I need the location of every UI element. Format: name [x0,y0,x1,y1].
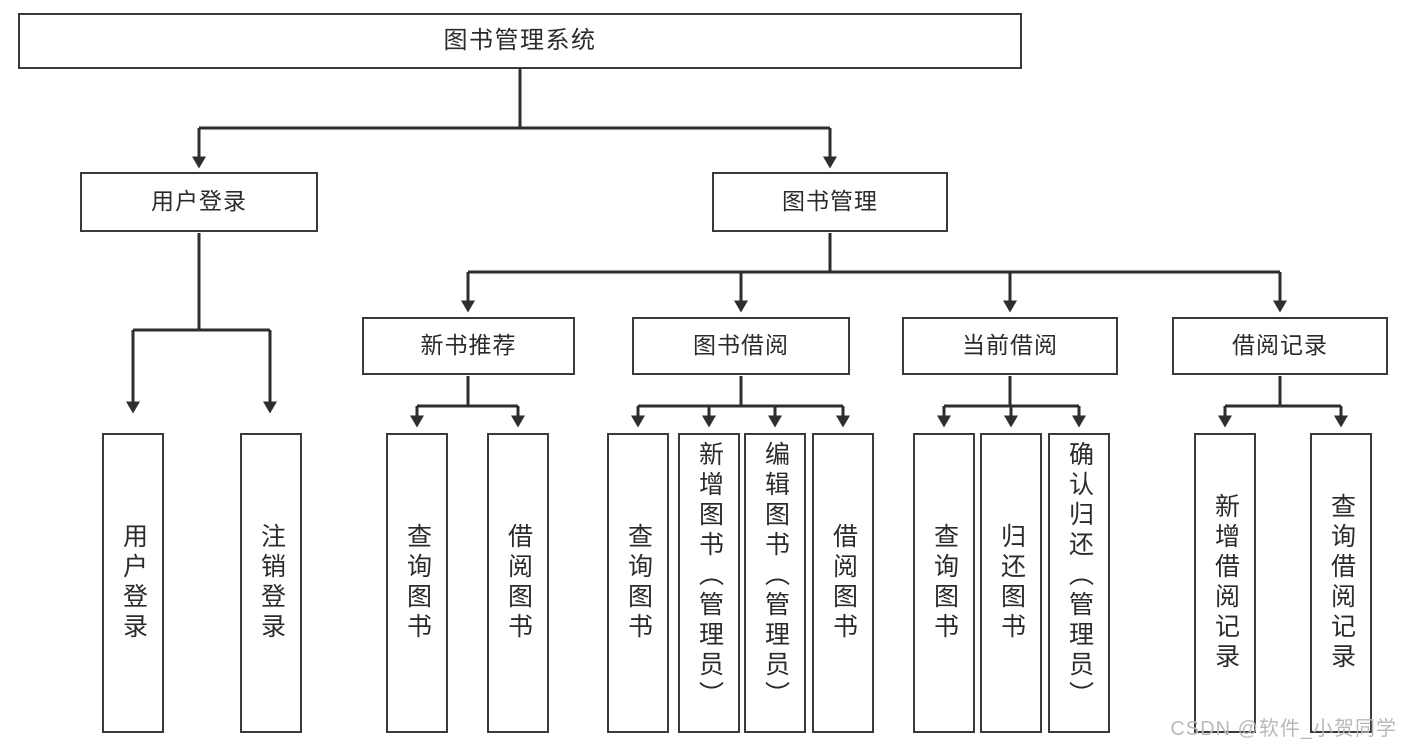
leaf-current-query-book[interactable]: 查询图书 [913,433,975,733]
node-book-management[interactable]: 图书管理 [712,172,948,232]
leaf-new-book-query[interactable]: 查询图书 [386,433,448,733]
leaf-borrow-edit-book-label: 编辑图书（管理员） [761,441,790,711]
leaf-current-return-book-label: 归还图书 [997,523,1026,643]
watermark: CSDN @软件_小贺同学 [1170,718,1397,740]
leaf-records-query-record-label: 查询借阅记录 [1327,493,1356,673]
leaf-current-query-book-label: 查询图书 [930,523,959,643]
leaf-new-book-borrow[interactable]: 借阅图书 [487,433,549,733]
leaf-current-confirm-return-label: 确认归还（管理员） [1065,441,1094,711]
leaf-user-login-login[interactable]: 用户登录 [102,433,164,733]
node-current-borrow-label: 当前借阅 [962,332,1058,359]
node-book-management-label: 图书管理 [782,188,878,215]
node-root-label: 图书管理系统 [443,26,597,54]
leaf-new-book-borrow-label: 借阅图书 [504,523,533,643]
leaf-borrow-borrow-book-label: 借阅图书 [829,523,858,643]
leaf-records-query-record[interactable]: 查询借阅记录 [1310,433,1372,733]
node-new-book-recommend[interactable]: 新书推荐 [362,317,575,375]
node-user-login[interactable]: 用户登录 [80,172,318,232]
leaf-borrow-add-book[interactable]: 新增图书（管理员） [678,433,740,733]
node-book-borrow[interactable]: 图书借阅 [632,317,850,375]
leaf-current-return-book[interactable]: 归还图书 [980,433,1042,733]
node-user-login-label: 用户登录 [151,188,247,215]
leaf-borrow-add-book-label: 新增图书（管理员） [695,441,724,711]
leaf-user-login-logout-label: 注销登录 [257,523,286,643]
leaf-current-confirm-return[interactable]: 确认归还（管理员） [1048,433,1110,733]
leaf-user-login-logout[interactable]: 注销登录 [240,433,302,733]
node-book-borrow-label: 图书借阅 [693,332,789,359]
node-new-book-recommend-label: 新书推荐 [420,332,517,359]
node-current-borrow[interactable]: 当前借阅 [902,317,1118,375]
leaf-new-book-query-label: 查询图书 [403,523,432,643]
leaf-user-login-login-label: 用户登录 [119,523,148,643]
node-borrow-records-label: 借阅记录 [1232,332,1328,359]
leaf-borrow-query-book-label: 查询图书 [624,523,653,643]
node-root[interactable]: 图书管理系统 [18,13,1022,69]
leaf-borrow-borrow-book[interactable]: 借阅图书 [812,433,874,733]
node-borrow-records[interactable]: 借阅记录 [1172,317,1388,375]
leaf-borrow-query-book[interactable]: 查询图书 [607,433,669,733]
leaf-records-add-record[interactable]: 新增借阅记录 [1194,433,1256,733]
leaf-records-add-record-label: 新增借阅记录 [1211,493,1240,673]
leaf-borrow-edit-book[interactable]: 编辑图书（管理员） [744,433,806,733]
